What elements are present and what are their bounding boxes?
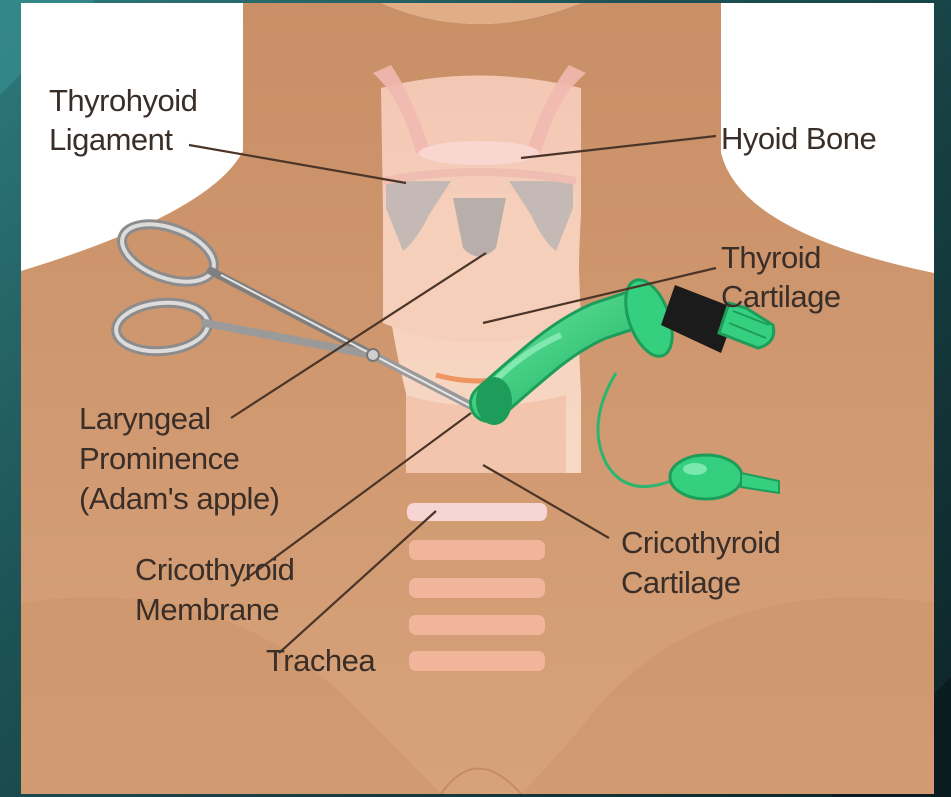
hyoid-bone	[419, 141, 539, 165]
label-thyroid-cartilage-line2: Cartilage	[721, 279, 841, 314]
label-thyroid-cartilage-line1: Thyroid	[721, 240, 821, 275]
label-cricothyroid-cartilage-line2: Cartilage	[621, 565, 741, 600]
label-thyrohyoid-ligament-line1: Thyrohyoid	[49, 83, 197, 118]
label-trachea: Trachea	[266, 643, 376, 678]
trachea-ring	[409, 578, 545, 598]
label-cricothyroid-cartilage-line1: Cricothyroid	[621, 525, 780, 560]
label-cricothyroid-membrane-line2: Membrane	[135, 592, 279, 627]
trachea-ring	[409, 615, 545, 635]
diagram-panel: Thyrohyoid Ligament Hyoid Bone Thyroid C…	[21, 3, 934, 794]
label-laryngeal-prominence-line3: (Adam's apple)	[79, 481, 280, 516]
trachea-ring	[409, 540, 545, 560]
label-hyoid-bone: Hyoid Bone	[721, 121, 876, 156]
label-cricothyroid-membrane-line1: Cricothyroid	[135, 552, 294, 587]
label-thyrohyoid-ligament: Thyrohyoid Ligament	[49, 83, 205, 157]
trachea-ring	[409, 651, 545, 671]
neck-anatomy-diagram: Thyrohyoid Ligament Hyoid Bone Thyroid C…	[21, 3, 934, 794]
label-laryngeal-prominence-line2: Prominence	[79, 441, 239, 476]
label-laryngeal-prominence-line1: Laryngeal	[79, 401, 211, 436]
label-thyrohyoid-ligament-line2: Ligament	[49, 122, 173, 157]
